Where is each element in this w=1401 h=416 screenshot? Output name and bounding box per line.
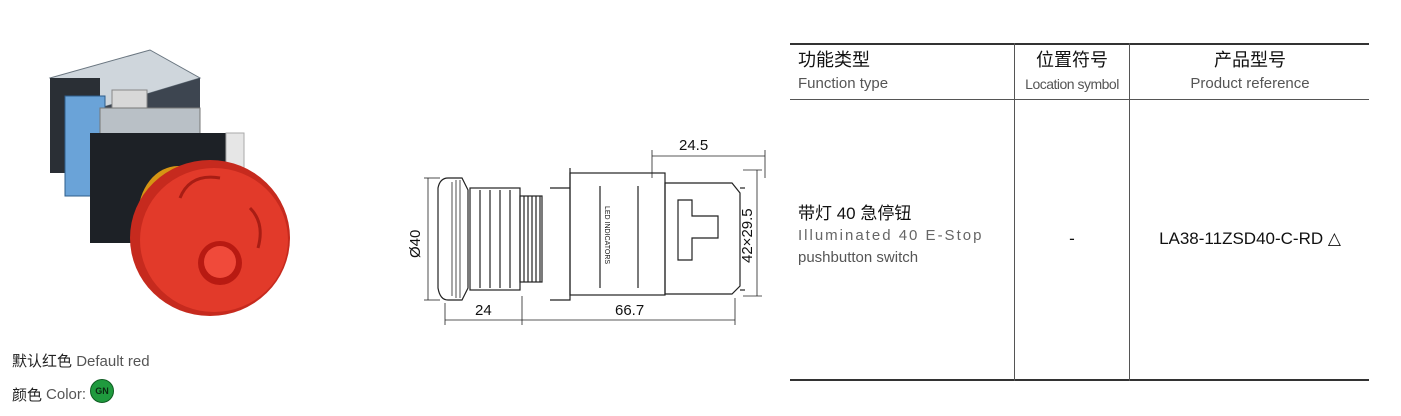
column-divider bbox=[1129, 43, 1130, 381]
default-color-zh: 默认红色 bbox=[12, 353, 73, 370]
default-color-caption: 默认红色 Default red bbox=[12, 350, 150, 371]
table-header-rule bbox=[790, 99, 1369, 100]
dim-side-label: 42×29.5 bbox=[739, 208, 756, 263]
spec-table: 功能类型 Function type 位置符号 Location symbol … bbox=[790, 43, 1369, 381]
red-mushroom-head-icon bbox=[130, 160, 290, 316]
column-divider bbox=[1014, 43, 1015, 381]
function-en-line2: pushbutton switch bbox=[798, 249, 919, 266]
table-top-rule bbox=[790, 43, 1369, 45]
body-label-text: LED INDICATORS bbox=[603, 206, 610, 264]
header-location-zh: 位置符号 bbox=[1036, 50, 1108, 70]
header-function-type: 功能类型 Function type bbox=[798, 47, 1013, 99]
dim-bottom-left-label: 24 bbox=[475, 302, 492, 319]
dim-top-label: 24.5 bbox=[679, 137, 708, 154]
function-en-line1: Illuminated 40 E-Stop bbox=[798, 227, 984, 244]
default-color-en: Default red bbox=[76, 353, 150, 370]
header-location-en: Location symbol bbox=[1025, 76, 1119, 92]
function-zh: 带灯 40 急停钮 bbox=[798, 204, 912, 223]
header-function-zh: 功能类型 bbox=[798, 50, 870, 70]
header-product-reference: 产品型号 Product reference bbox=[1131, 47, 1369, 99]
color-label-zh: 颜色 bbox=[12, 387, 43, 404]
header-reference-en: Product reference bbox=[1190, 75, 1310, 92]
dim-bottom-right-label: 66.7 bbox=[615, 302, 644, 319]
dim-diameter-label: Ø40 bbox=[407, 230, 424, 258]
cell-location: - bbox=[1069, 229, 1075, 248]
color-caption: 颜色 Color: GN bbox=[12, 378, 115, 405]
header-reference-zh: 产品型号 bbox=[1214, 50, 1286, 70]
header-location-symbol: 位置符号 Location symbol bbox=[1016, 47, 1128, 99]
color-label-en: Color: bbox=[46, 386, 87, 403]
header-function-en: Function type bbox=[798, 75, 889, 92]
color-swatch-green: GN bbox=[90, 378, 115, 403]
cell-reference: LA38-11ZSD40-C-RD △ bbox=[1159, 229, 1341, 248]
table-bottom-rule bbox=[790, 379, 1369, 381]
cell-function: 带灯 40 急停钮 Illuminated 40 E-Stop pushbutt… bbox=[798, 203, 1013, 269]
product-photo bbox=[48, 49, 290, 316]
dimension-drawing: LED INDICATORS 24.5 Ø40 42×29.5 24 66.7 bbox=[407, 137, 766, 325]
